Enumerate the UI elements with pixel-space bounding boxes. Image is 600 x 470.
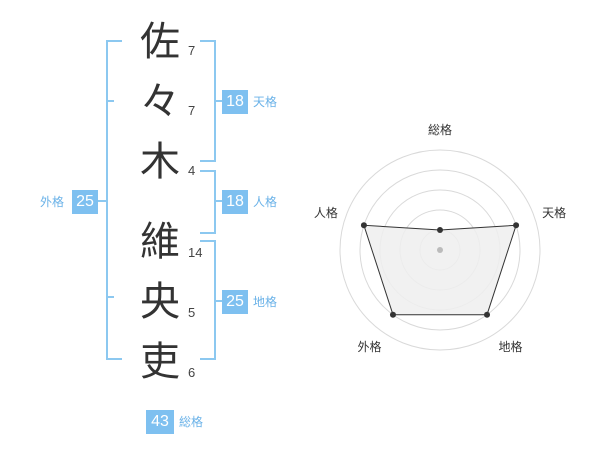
tenkaku-bracket-tick: [214, 100, 222, 102]
name-char-1: 佐: [140, 19, 180, 65]
radar-point-5: [360, 222, 367, 229]
name-char-2: 々: [140, 79, 180, 125]
tenkaku-value: 18: [222, 90, 248, 114]
radar-axis-label-1: 総格: [428, 122, 452, 137]
left-bracket-tick-1: [106, 100, 114, 102]
jinkaku-bracket-tick: [214, 200, 222, 202]
soukaku-label: 総格: [179, 415, 204, 429]
gaikaku-label: 外格: [40, 195, 65, 209]
radar-center: [437, 247, 443, 253]
stroke-count-5: 5: [188, 305, 196, 320]
radar-ring-5: [339, 149, 541, 351]
chikaku-value: 25: [222, 290, 248, 314]
radar-point-1: [437, 227, 443, 233]
soukaku-value: 43: [146, 410, 174, 434]
stroke-count-6: 6: [188, 365, 196, 380]
tenkaku-label: 天格: [253, 95, 278, 109]
stroke-count-4: 14: [188, 245, 203, 260]
radar-axis-label-2: 天格: [542, 205, 566, 220]
radar-axis-label-5: 人格: [314, 205, 338, 220]
radar-axis-label-3: 地格: [498, 339, 522, 354]
stroke-count-1: 7: [188, 43, 196, 58]
radar-axis-label-4: 外格: [357, 339, 381, 354]
name-char-4: 維: [140, 219, 180, 265]
jinkaku-label: 人格: [253, 195, 278, 209]
radar-ring-4: [359, 169, 521, 331]
stroke-count-2: 7: [188, 103, 196, 118]
stroke-count-3: 4: [188, 163, 196, 178]
radar-area: [363, 224, 517, 316]
gaikaku-bracket-tick: [98, 200, 108, 202]
name-char-3: 木: [140, 139, 180, 185]
radar-point-4: [389, 311, 396, 318]
jinkaku-value: 18: [222, 190, 248, 214]
radar-point-2: [513, 222, 520, 229]
chikaku-label: 地格: [253, 295, 278, 309]
radar-point-3: [484, 311, 491, 318]
name-char-5: 央: [140, 279, 180, 325]
name-char-6: 吏: [140, 339, 180, 385]
left-bracket-tick-2: [106, 296, 114, 298]
gaikaku-value: 25: [72, 190, 98, 214]
jinkaku-bracket: [200, 170, 216, 234]
chikaku-bracket-tick: [214, 300, 222, 302]
